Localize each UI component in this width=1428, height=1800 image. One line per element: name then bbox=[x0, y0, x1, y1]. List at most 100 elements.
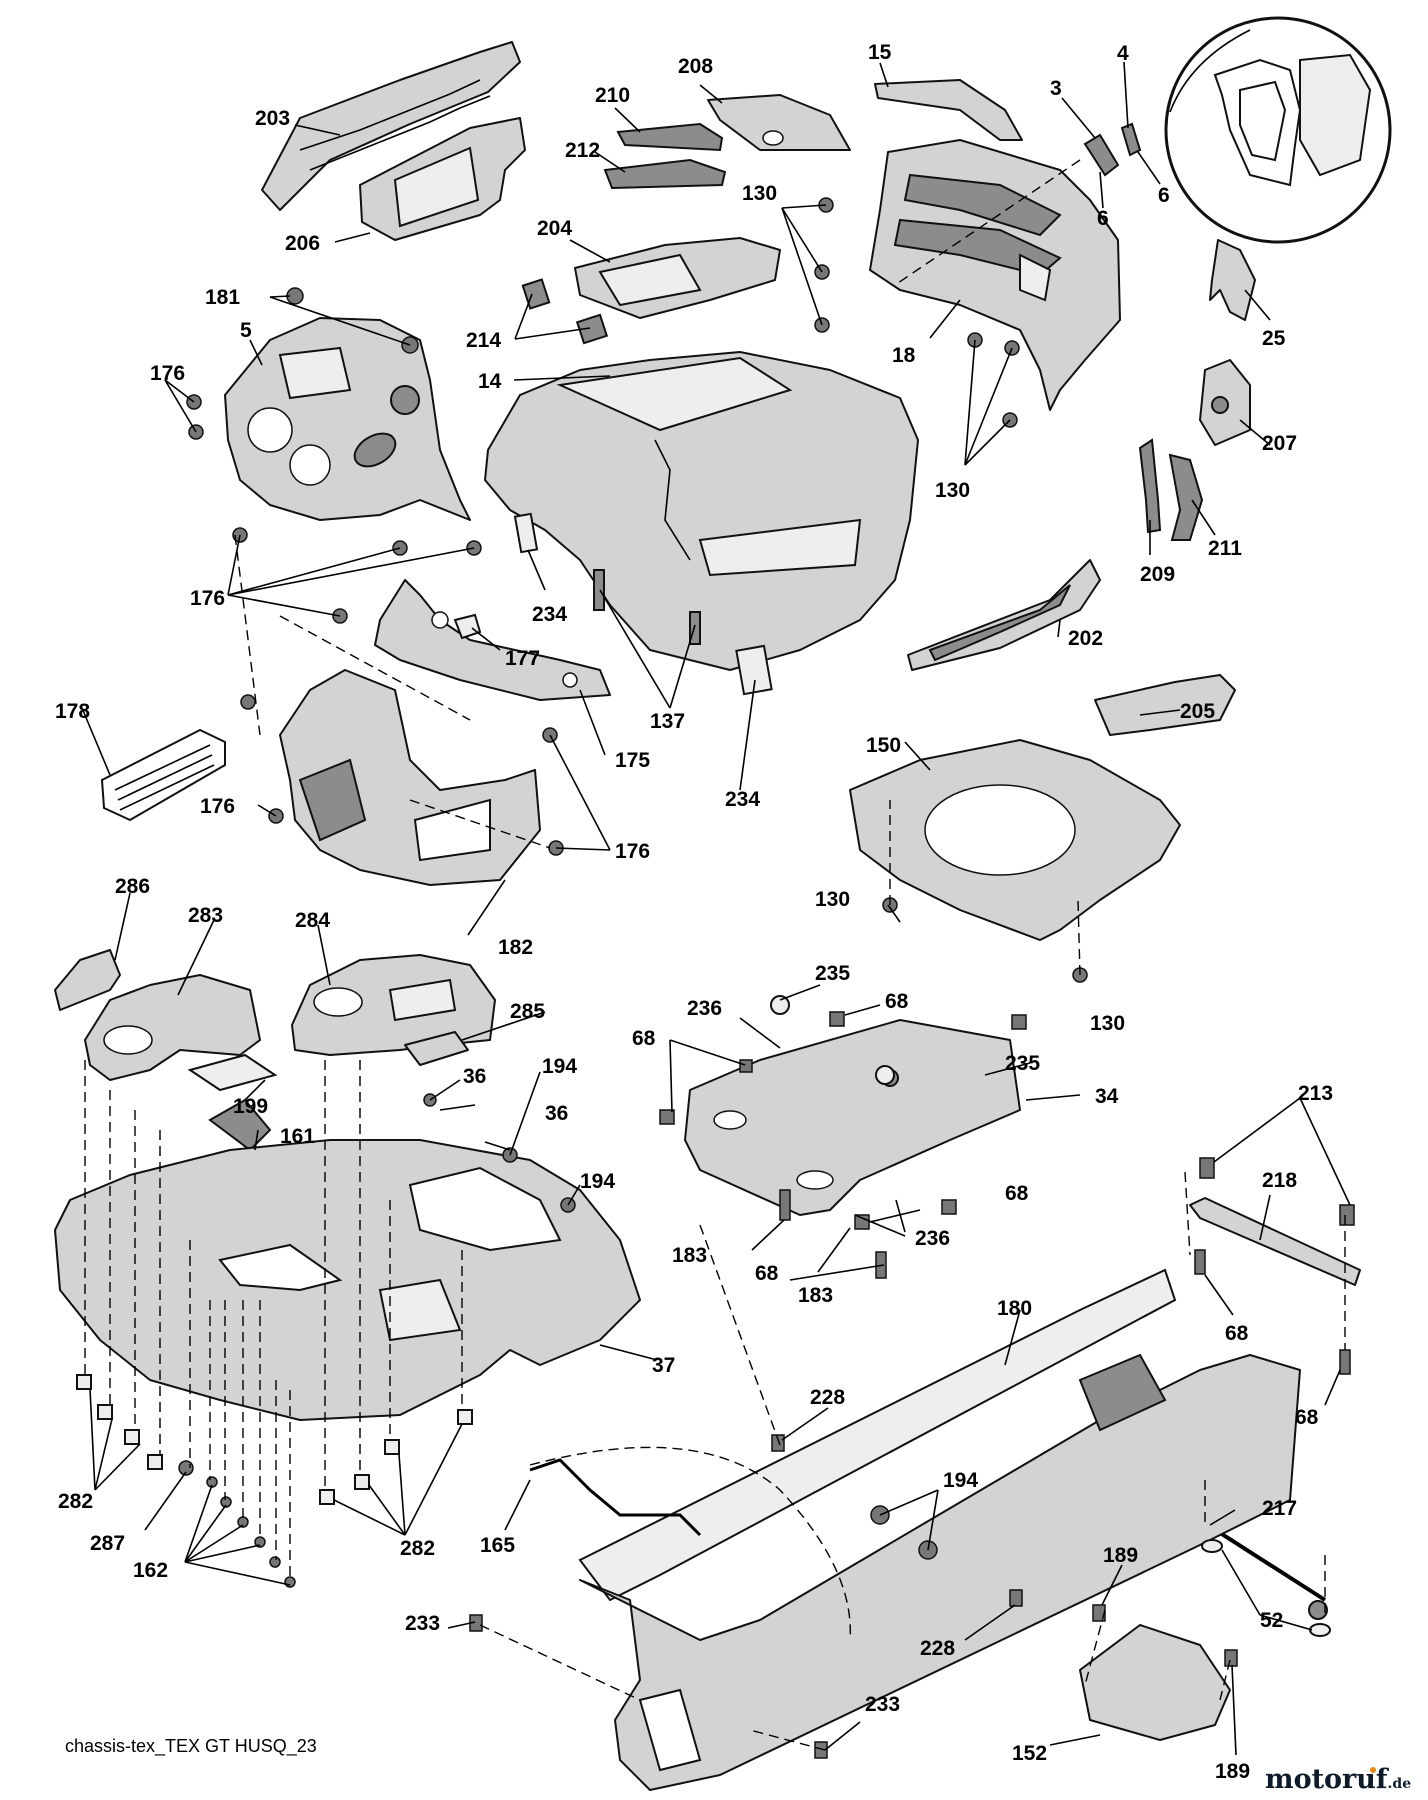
part-208-lens bbox=[707, 94, 851, 151]
callout-287: 287 bbox=[90, 1532, 125, 1555]
callout-202: 202 bbox=[1068, 627, 1103, 650]
callout-165: 165 bbox=[480, 1534, 515, 1557]
callout-130d: 130 bbox=[1090, 1012, 1125, 1035]
leader-lines bbox=[81, 61, 1351, 1756]
fasteners bbox=[423, 995, 1355, 1759]
callout-194b: 194 bbox=[580, 1170, 615, 1193]
callout-68e: 68 bbox=[1225, 1322, 1249, 1345]
part-175-bracket bbox=[374, 579, 611, 701]
part-211-mesh bbox=[1168, 453, 1204, 541]
part-207-light bbox=[1199, 359, 1251, 446]
screws-162 bbox=[178, 1460, 296, 1588]
part-205-cover bbox=[1094, 674, 1236, 736]
part-199-panel bbox=[187, 1053, 278, 1092]
part-178-grille bbox=[100, 728, 226, 822]
callout-212: 212 bbox=[565, 139, 600, 162]
callout-211: 211 bbox=[1208, 537, 1242, 560]
callout-189b: 189 bbox=[1215, 1760, 1250, 1783]
callout-218: 218 bbox=[1262, 1169, 1297, 1192]
diagram-caption: chassis-tex_TEX GT HUSQ_23 bbox=[65, 1736, 317, 1757]
callout-207: 207 bbox=[1262, 432, 1297, 455]
callout-18: 18 bbox=[892, 344, 916, 367]
callout-14: 14 bbox=[478, 370, 502, 393]
callout-180: 180 bbox=[997, 1297, 1032, 1320]
part-161-panel bbox=[208, 1098, 272, 1152]
part-182-dash-lower bbox=[279, 669, 541, 886]
callout-194c: 194 bbox=[943, 1469, 978, 1492]
callout-183b: 183 bbox=[798, 1284, 833, 1307]
callout-203: 203 bbox=[255, 107, 290, 130]
part-3-emblem bbox=[1083, 122, 1142, 177]
callout-182: 182 bbox=[498, 936, 533, 959]
detail-circle bbox=[1164, 16, 1392, 244]
part-shapes bbox=[54, 16, 1392, 1791]
part-283-fender bbox=[84, 974, 261, 1081]
callout-189a: 189 bbox=[1103, 1544, 1138, 1567]
part-218-brace bbox=[1189, 1197, 1361, 1286]
callout-68a: 68 bbox=[885, 990, 909, 1013]
part-34-plate bbox=[684, 1019, 1021, 1216]
callout-282a: 282 bbox=[58, 1490, 93, 1513]
callout-36a: 36 bbox=[463, 1065, 486, 1088]
callout-3: 3 bbox=[1050, 77, 1062, 100]
callout-6a: 6 bbox=[1097, 207, 1109, 230]
callout-228a: 228 bbox=[810, 1386, 845, 1409]
callout-37: 37 bbox=[652, 1354, 675, 1377]
callout-176a: 176 bbox=[150, 362, 185, 385]
part-286-handle bbox=[54, 949, 121, 1011]
callout-209: 209 bbox=[1140, 563, 1175, 586]
callout-176b: 176 bbox=[190, 587, 225, 610]
callout-204: 204 bbox=[537, 217, 572, 240]
callout-68c: 68 bbox=[1005, 1182, 1029, 1205]
callout-176d: 176 bbox=[615, 840, 650, 863]
callout-68f: 68 bbox=[1295, 1406, 1319, 1429]
part-204-vent bbox=[574, 237, 781, 319]
callout-6b: 6 bbox=[1158, 184, 1170, 207]
callout-130a: 130 bbox=[742, 182, 777, 205]
callout-199: 199 bbox=[233, 1095, 268, 1118]
callout-183a: 183 bbox=[672, 1244, 707, 1267]
callout-284: 284 bbox=[295, 909, 330, 932]
callout-234b: 234 bbox=[725, 788, 760, 811]
part-5-dash bbox=[224, 317, 471, 521]
part-234-strip-lower bbox=[735, 644, 773, 696]
part-203-grille bbox=[261, 41, 521, 211]
callout-130c: 130 bbox=[815, 888, 850, 911]
callout-214: 214 bbox=[466, 329, 501, 352]
part-202-grille bbox=[907, 559, 1101, 671]
callout-282b: 282 bbox=[400, 1537, 435, 1560]
part-14-hood bbox=[484, 351, 919, 671]
callout-205: 205 bbox=[1180, 700, 1215, 723]
explosion-lines bbox=[84, 159, 1346, 1751]
part-52-bushing bbox=[1201, 1539, 1331, 1637]
part-137-strip bbox=[593, 569, 701, 645]
callout-68d: 68 bbox=[755, 1262, 779, 1285]
part-210-mesh bbox=[616, 122, 724, 152]
part-152-cover bbox=[1079, 1624, 1231, 1741]
part-18-front bbox=[869, 139, 1121, 411]
callout-137: 137 bbox=[650, 710, 685, 733]
callout-68b: 68 bbox=[632, 1027, 656, 1050]
part-212-mesh bbox=[603, 158, 727, 190]
part-177-clip bbox=[453, 613, 482, 640]
callout-177: 177 bbox=[505, 647, 540, 670]
callout-152: 152 bbox=[1012, 1742, 1047, 1765]
part-180-frame bbox=[578, 1268, 1301, 1791]
callout-175: 175 bbox=[615, 749, 650, 772]
clips-282 bbox=[76, 1374, 473, 1505]
part-285-vent bbox=[404, 1031, 469, 1066]
part-25-trim bbox=[1209, 239, 1256, 321]
callout-4: 4 bbox=[1117, 42, 1129, 65]
callout-194a: 194 bbox=[542, 1055, 577, 1078]
part-165-rod bbox=[529, 1458, 702, 1537]
callout-283: 283 bbox=[188, 904, 223, 927]
callout-25: 25 bbox=[1262, 327, 1286, 350]
callout-217: 217 bbox=[1262, 1497, 1297, 1520]
callout-34: 34 bbox=[1095, 1085, 1119, 1108]
callout-233b: 233 bbox=[865, 1693, 900, 1716]
callout-208: 208 bbox=[678, 55, 713, 78]
callout-235a: 235 bbox=[815, 962, 850, 985]
part-209-mesh bbox=[1138, 438, 1162, 534]
callout-234a: 234 bbox=[532, 603, 567, 626]
part-15-strip bbox=[874, 79, 1023, 141]
